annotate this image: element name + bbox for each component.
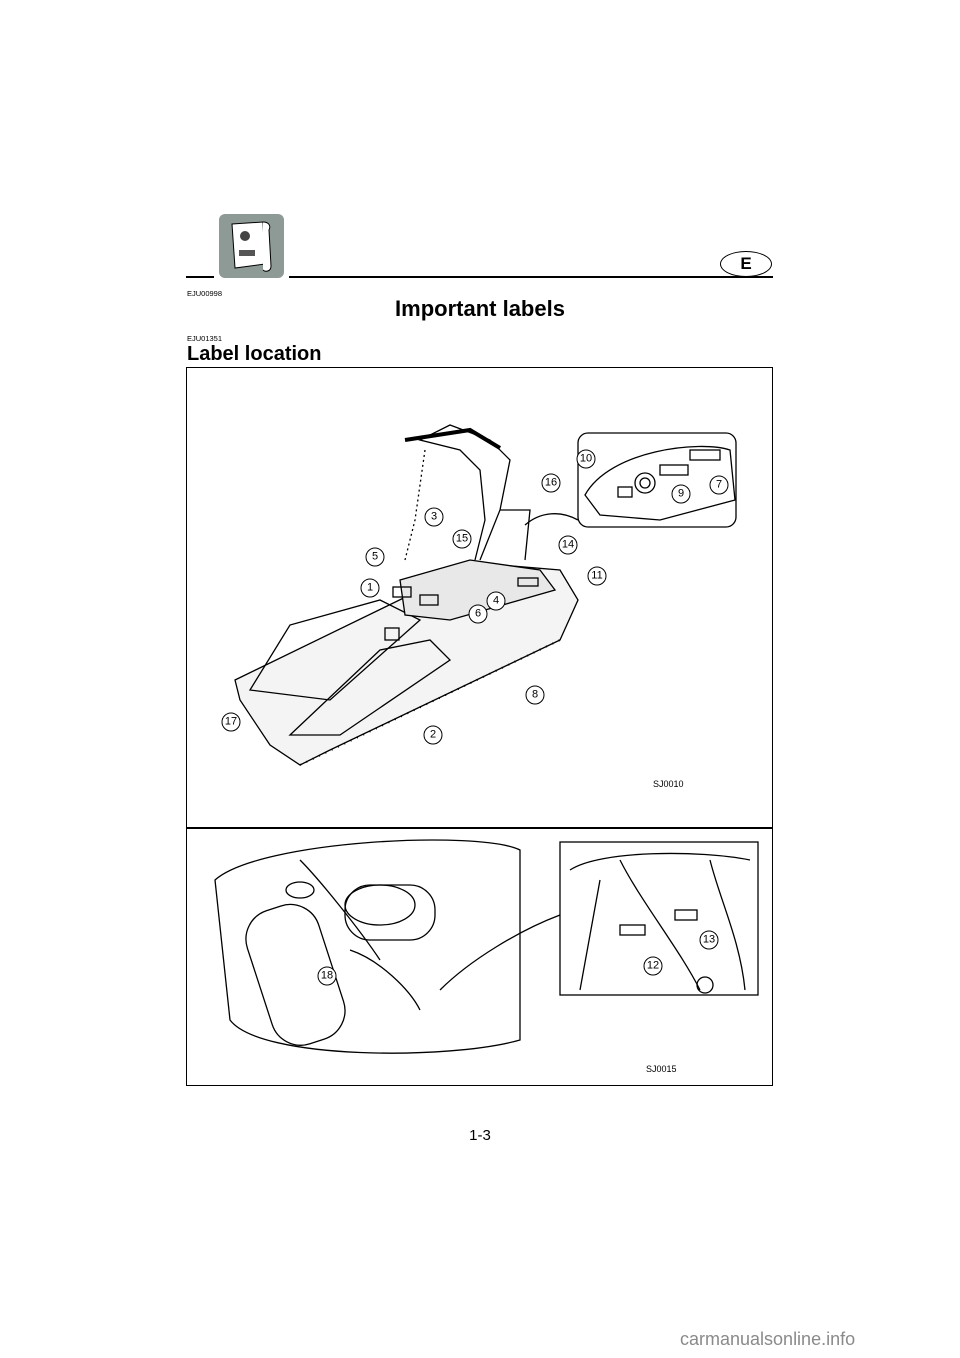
figure-code-top: SJ0010 <box>653 779 684 789</box>
callout-6: 6 <box>468 604 488 624</box>
callout-17: 17 <box>221 712 241 732</box>
callout-1: 1 <box>360 578 380 598</box>
callout-14: 14 <box>558 535 578 555</box>
manual-document-icon <box>219 214 284 278</box>
callout-7: 7 <box>709 475 729 495</box>
callout-12: 12 <box>643 956 663 976</box>
callout-3: 3 <box>424 507 444 527</box>
language-badge: E <box>720 251 772 277</box>
callout-4: 4 <box>486 591 506 611</box>
callout-13: 13 <box>699 930 719 950</box>
label-location-figure <box>186 367 773 1086</box>
callout-15: 15 <box>452 529 472 549</box>
figure-divider <box>186 827 773 829</box>
callout-10: 10 <box>576 449 596 469</box>
callout-16: 16 <box>541 473 561 493</box>
section-code: EJU01351 <box>187 334 223 343</box>
callout-9: 9 <box>671 484 691 504</box>
watermark: carmanualsonline.info <box>680 1329 856 1349</box>
callout-18: 18 <box>317 966 337 986</box>
header-rule-left <box>186 276 214 278</box>
page-number: 1-3 <box>469 1127 491 1144</box>
header-rule-right <box>289 276 773 278</box>
title-code: EJU00998 <box>187 289 223 298</box>
figure-code-bottom: SJ0015 <box>646 1064 677 1074</box>
section-title: Label location <box>187 343 322 365</box>
callout-8: 8 <box>525 685 545 705</box>
callout-11: 11 <box>587 566 607 586</box>
callout-5: 5 <box>365 547 385 567</box>
page-title: Important labels <box>395 296 565 321</box>
callout-2: 2 <box>423 725 443 745</box>
